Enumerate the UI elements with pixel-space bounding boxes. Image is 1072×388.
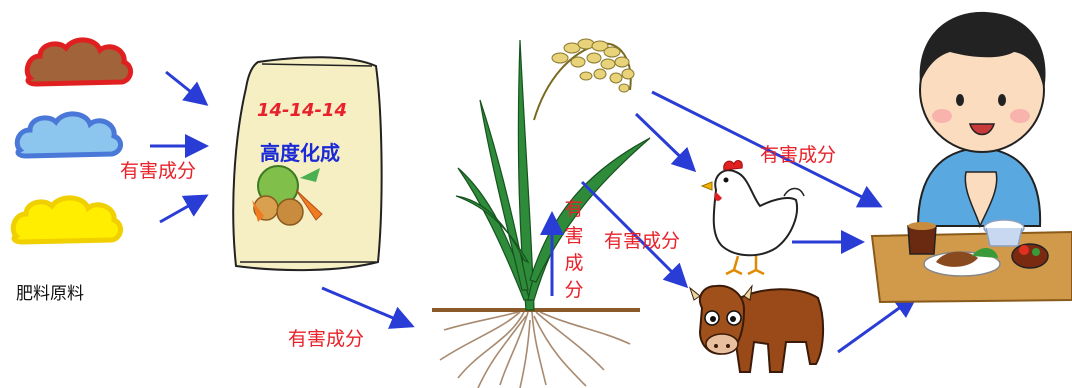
harmful-vertical-char: 成 — [563, 250, 585, 277]
brown-cloud-icon — [27, 40, 130, 84]
bag-name-text: 高度化成 — [260, 141, 340, 165]
raw-materials-label: 肥料原料 — [16, 286, 84, 303]
meal-tray-icon — [872, 220, 1072, 302]
arrow-brown-to-bag — [166, 72, 206, 104]
harmful-vertical-char: 害 — [563, 223, 585, 250]
bag-grade-text: 14-14-14 — [257, 100, 347, 121]
arrow-cow-to-meal — [838, 296, 916, 352]
yellow-cloud-icon — [13, 198, 120, 242]
harmful-livestock-label: 有害成分 — [604, 232, 680, 251]
blue-cloud-icon — [17, 114, 120, 156]
arrow-bag-to-soil — [322, 288, 412, 326]
rice-plant-icon — [432, 39, 650, 388]
harmful-vertical-char: 分 — [563, 277, 585, 304]
chicken-icon — [702, 161, 804, 274]
cow-icon — [690, 286, 823, 372]
harmful-soil-label: 有害成分 — [288, 330, 364, 349]
arrow-yellow-to-bag — [160, 196, 206, 222]
harmful-vertical-label: 有 害 成 分 — [563, 196, 585, 304]
boy-icon — [918, 12, 1046, 226]
harmful-vertical-char: 有 — [563, 196, 585, 223]
harmful-food-label: 有害成分 — [760, 146, 836, 165]
harmful-fertilizer-label: 有害成分 — [120, 162, 196, 181]
